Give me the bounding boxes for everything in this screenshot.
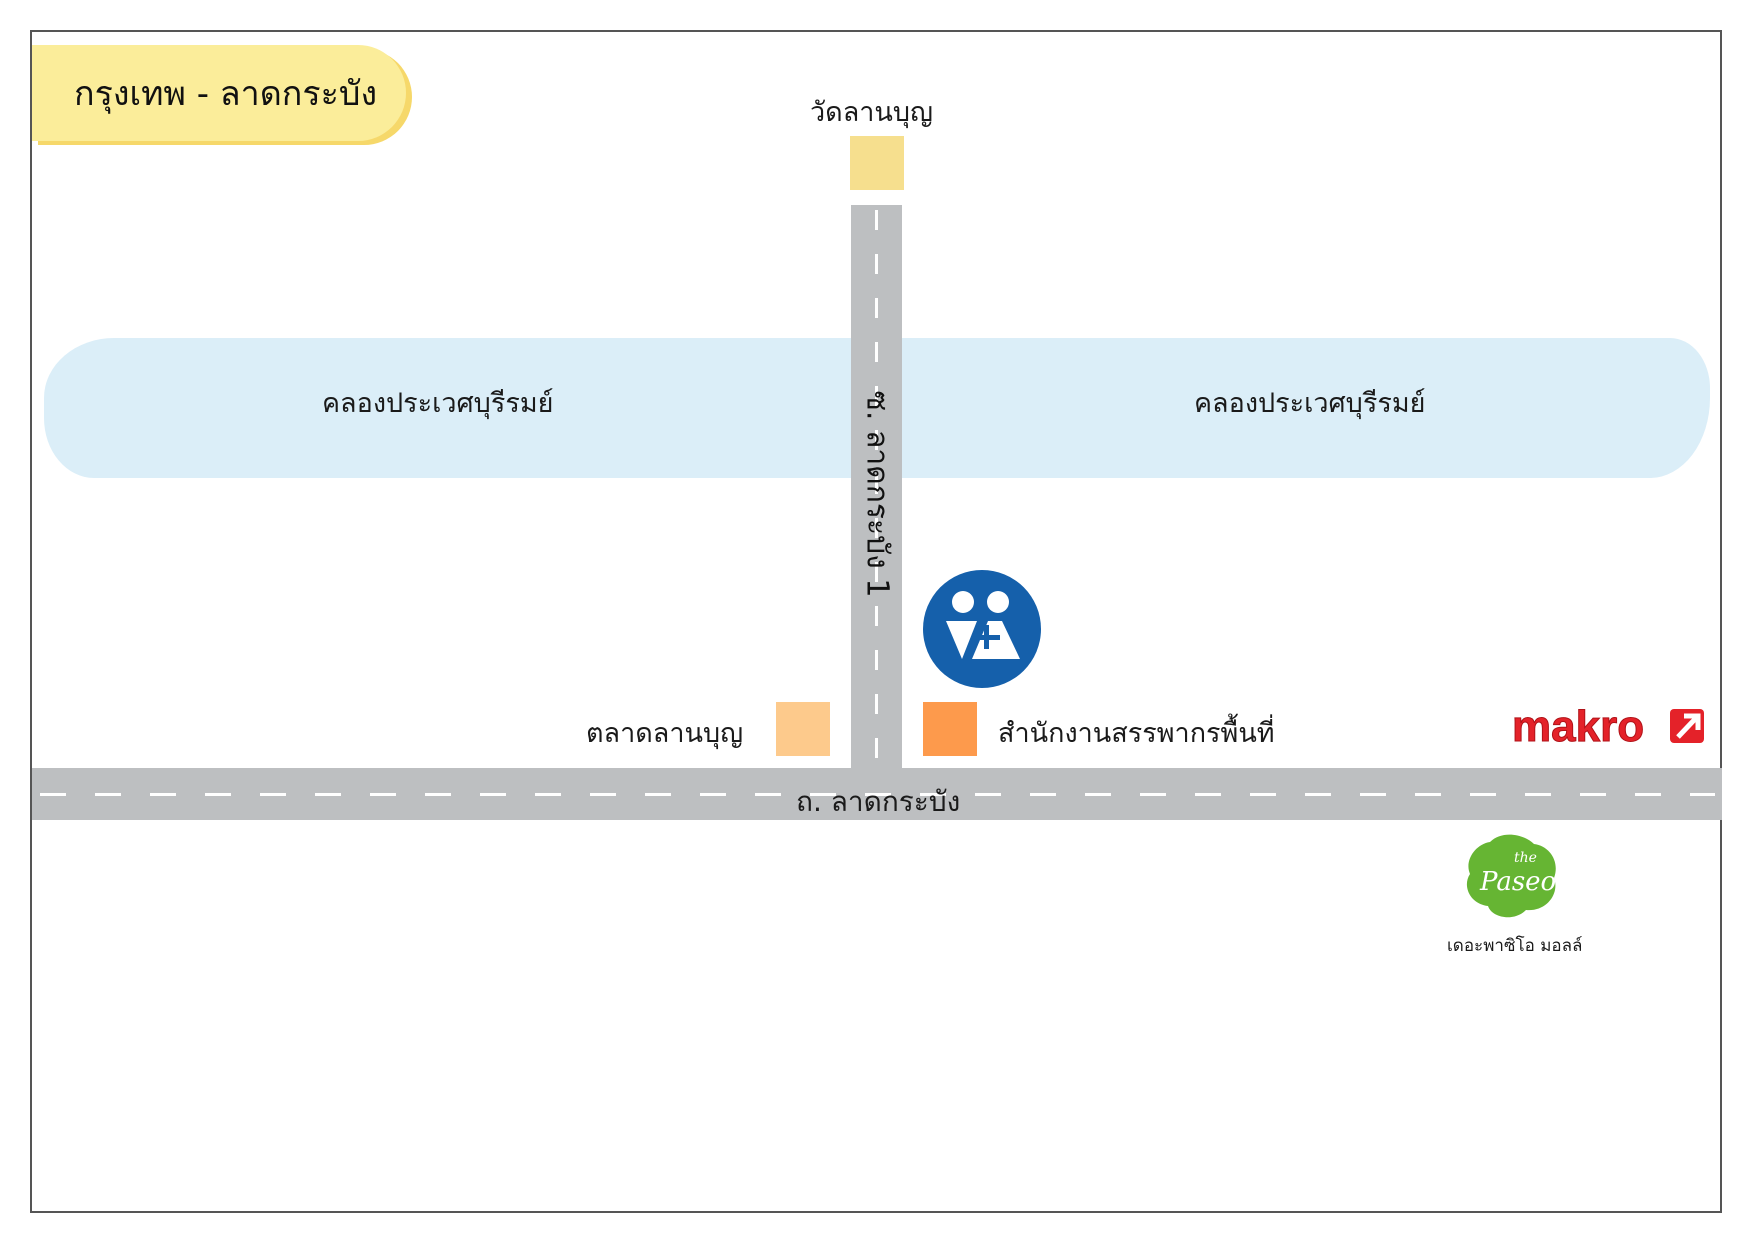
paseo-logo-small-text: the [1514, 850, 1537, 866]
horizontal-road-label: ถ. ลาดกระบัง [796, 785, 961, 818]
vertical-road-centerline [875, 210, 878, 765]
revenue-office-marker [923, 702, 977, 756]
map-frame [30, 30, 1722, 1213]
revenue-department-logo-icon[interactable] [922, 569, 1042, 689]
title-tab: กรุงเทพ - ลาดกระบัง [32, 45, 406, 141]
the-paseo-logo: the Paseo [1466, 834, 1556, 918]
canal-label-left: คลองประเวศบุรีรมย์ [322, 388, 554, 419]
paseo-logo-text: Paseo [1479, 867, 1556, 897]
vertical-road-label: ซ. ลาดกระบัง 1 [859, 390, 895, 598]
makro-logo: makro [1512, 703, 1704, 747]
market-marker [776, 702, 830, 756]
canal-label-right: คลองประเวศบุรีรมย์ [1194, 388, 1426, 419]
map-title: กรุงเทพ - ลาดกระบัง [74, 74, 378, 114]
temple-marker [850, 136, 904, 190]
horizontal-road-centerline [40, 793, 1715, 796]
temple-label: วัดลานบุญ [810, 97, 934, 128]
paseo-caption: เดอะพาซิโอ มอลล์ [1447, 936, 1583, 956]
makro-logo-text: makro [1512, 703, 1644, 747]
revenue-office-label: สำนักงานสรรพากรพื้นที่ [998, 718, 1275, 749]
market-label: ตลาดลานบุญ [586, 718, 744, 749]
